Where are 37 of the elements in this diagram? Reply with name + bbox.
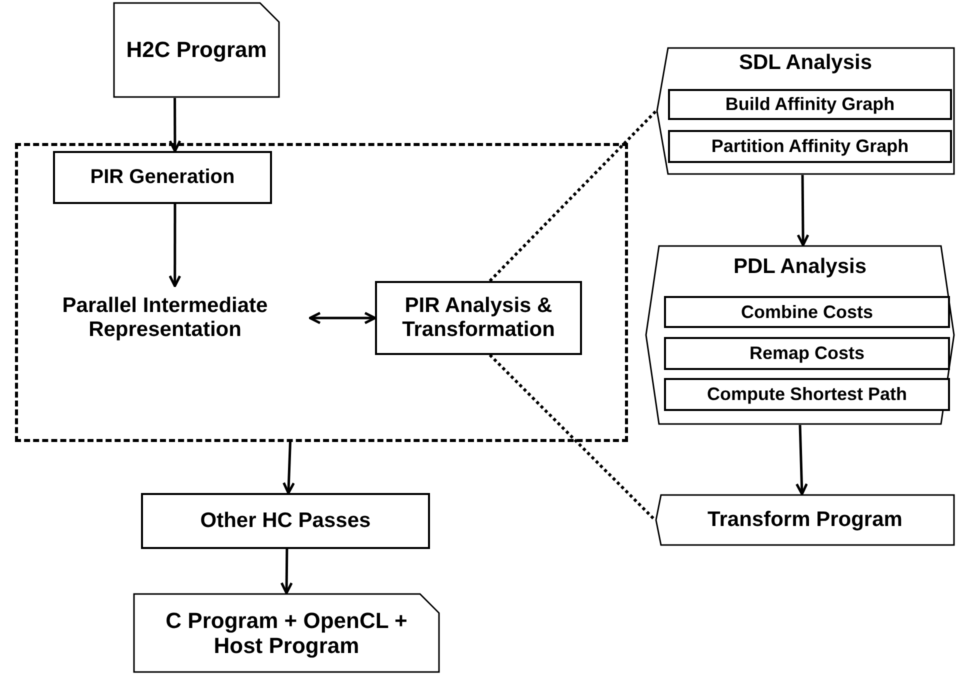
- step-label: PIR Generation: [90, 166, 235, 189]
- process-box: [53, 151, 272, 204]
- step-label: C Program + OpenCL + Host Program: [164, 608, 408, 658]
- step-label: PIR Analysis & Transformation: [401, 294, 556, 342]
- document-box: [133, 593, 440, 673]
- step-label: Combine Costs: [740, 302, 873, 322]
- dashed-group-box: [15, 143, 628, 442]
- arrow: [282, 442, 295, 494]
- step-label: Compute Shortest Path: [706, 384, 907, 405]
- arrow: [796, 174, 810, 246]
- arrow: [168, 98, 182, 152]
- arrow: [308, 312, 376, 324]
- arrow: [280, 548, 293, 594]
- group-heading: SDL Analysis: [738, 51, 872, 76]
- arrow: [168, 204, 182, 288]
- step-label: Remap Costs: [749, 343, 865, 364]
- process-box: [664, 378, 950, 411]
- step-label: H2C Program: [126, 37, 267, 63]
- process-box: [375, 281, 582, 355]
- process-box: [664, 337, 950, 370]
- group-box: [645, 245, 955, 425]
- process-box: [664, 296, 950, 328]
- process-box: [668, 130, 952, 163]
- step-label: Transform Program: [708, 508, 902, 532]
- arrow: [795, 424, 808, 496]
- step-label: Other HC Passes: [200, 508, 371, 534]
- process-box: [655, 494, 955, 546]
- node-text: Parallel Intermediate Representation: [20, 286, 310, 350]
- dotted-line: [488, 354, 656, 522]
- step-label: Partition Affinity Graph: [711, 136, 909, 157]
- step-label: Build Affinity Graph: [725, 94, 895, 115]
- group-box: [656, 47, 955, 175]
- document-box: [113, 2, 280, 98]
- process-box: [668, 89, 952, 120]
- dotted-line: [488, 110, 658, 282]
- group-heading: PDL Analysis: [733, 255, 867, 280]
- process-box: [141, 493, 430, 549]
